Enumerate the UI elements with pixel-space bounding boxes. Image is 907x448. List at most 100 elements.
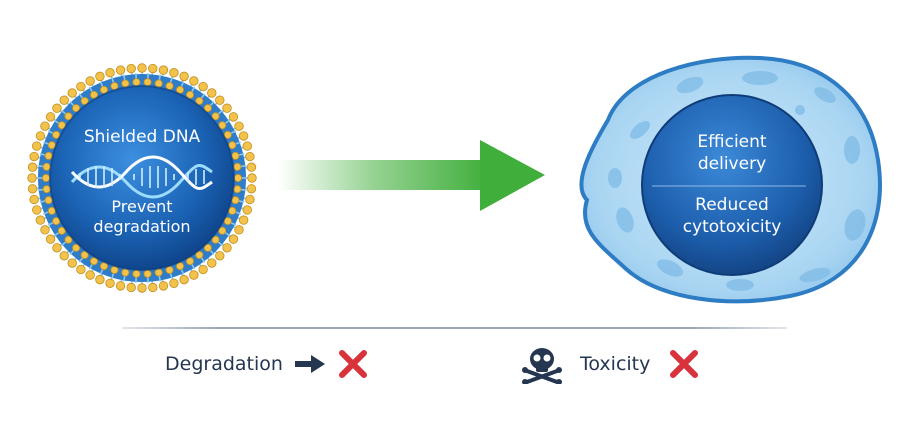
lipid-head [143, 269, 152, 278]
lipid-head [80, 251, 89, 260]
lipid-head [76, 81, 86, 92]
lipid-head [158, 281, 169, 291]
lipid-head [29, 194, 39, 205]
lipid-head [115, 65, 126, 75]
degradation-label: Degradation [165, 353, 283, 375]
lipid-head [27, 162, 38, 172]
lipid-head [207, 258, 217, 268]
lipid-head [32, 205, 42, 215]
lipid-head [52, 243, 62, 253]
lipid-head [222, 103, 232, 113]
lipid-head [169, 68, 179, 78]
lipid-head [228, 112, 239, 122]
skull-crossbones-icon [522, 348, 562, 384]
lipid-head [222, 243, 232, 253]
lipid-head [246, 184, 257, 194]
lipid-head [143, 78, 152, 87]
lipid-head [126, 282, 136, 293]
lipid-head [137, 283, 147, 293]
lipid-head [45, 112, 56, 122]
liposome-subtitle-line1: Prevent [111, 197, 172, 216]
lipid-head [40, 121, 50, 131]
lipid-head [45, 234, 56, 244]
lipid-head [105, 68, 115, 78]
cytoplasm-organelles [608, 71, 866, 291]
dna-helix-icon [70, 155, 213, 199]
lipid-head [85, 270, 95, 280]
lipid-head [85, 76, 95, 86]
cell-text-line4: cytotoxicity [683, 217, 782, 237]
lipid-head [215, 95, 225, 105]
cell: Efficient delivery Reduced cytotoxicity [579, 55, 882, 304]
lipid-head [72, 104, 81, 113]
lipid-head [198, 81, 208, 92]
lipid-head [115, 281, 126, 291]
lipid-head [203, 104, 212, 113]
lipid-head [179, 71, 189, 82]
lipid-head [64, 112, 73, 121]
arrow-right-icon [294, 355, 325, 373]
lipid-head [154, 79, 163, 88]
lipid-head [218, 121, 227, 130]
cell-text-line2: delivery [698, 154, 766, 174]
lipid-head [67, 258, 77, 268]
lipid-head [105, 278, 115, 288]
lipid-head [137, 63, 147, 73]
cell-text-line3: Reduced [695, 195, 769, 215]
lipid-head [72, 243, 81, 252]
lipid-head [80, 96, 89, 105]
lipid-head [35, 215, 46, 225]
lipid-head [215, 251, 225, 261]
lipid-head [59, 251, 69, 261]
lipid-head [198, 264, 208, 275]
lipid-head [148, 282, 158, 293]
lipid-head [211, 235, 220, 244]
lipid-head [148, 63, 158, 74]
lipid-head [242, 205, 252, 215]
lipid-head [234, 225, 244, 235]
lipid-head [234, 121, 244, 131]
lipid-head [29, 151, 39, 162]
lipid-head [42, 185, 51, 194]
lipid-head [189, 270, 199, 280]
lipid-head [95, 71, 105, 82]
lipid-head [52, 103, 62, 113]
lipid-head [57, 121, 66, 130]
lipid-head [132, 269, 141, 278]
liposome-title: Shielded DNA [84, 127, 201, 147]
lipid-head [203, 243, 212, 252]
lipid-head [189, 76, 199, 86]
lipid-head [238, 131, 249, 141]
legend-toxicity: Toxicity [520, 344, 700, 384]
lipid-head [59, 95, 69, 105]
lipid-head [42, 162, 51, 171]
lipid-head [121, 79, 130, 88]
lipid-head [238, 215, 249, 225]
lipid-head [32, 141, 42, 151]
lipid-head [218, 226, 227, 235]
lipid-head [64, 235, 73, 244]
legend-degradation: Degradation [165, 344, 369, 384]
lipid-head [169, 278, 179, 288]
lipid-head [246, 162, 257, 172]
lipid-bilayer-inner [37, 73, 247, 283]
lipid-head [35, 131, 46, 141]
liposome-subtitle-line2: degradation [93, 217, 190, 236]
toxicity-label: Toxicity [580, 353, 651, 375]
lipid-head [207, 88, 217, 98]
lipid-head [195, 96, 204, 105]
liposome: Shielded DNA Pre [27, 63, 257, 293]
cell-nucleus [641, 94, 823, 276]
lipid-head [233, 173, 242, 182]
lipid-head [233, 162, 242, 171]
lipid-head [179, 274, 189, 285]
lipid-head [195, 251, 204, 260]
lipid-head [211, 112, 220, 121]
cross-mark-icon [338, 350, 367, 378]
cross-mark-icon [670, 350, 699, 378]
lipid-head [228, 234, 239, 244]
lipid-head [242, 141, 252, 151]
lipid-head [126, 63, 136, 74]
lipid-head [95, 274, 105, 285]
